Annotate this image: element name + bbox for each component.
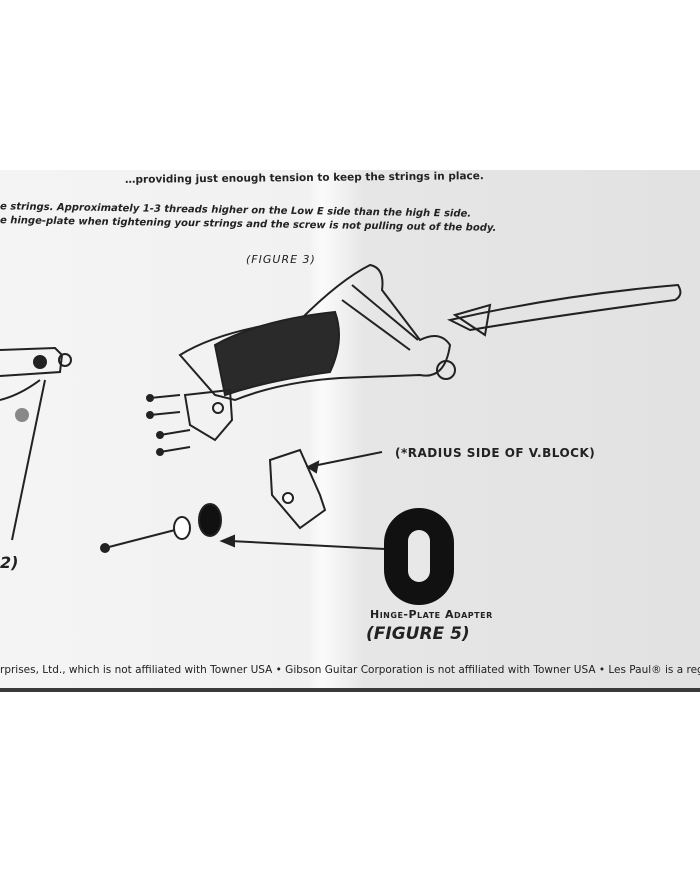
figure-3-caption: (FIGURE 3) bbox=[246, 253, 316, 266]
vibrato-tailpiece bbox=[178, 263, 682, 442]
instruction-sheet bbox=[0, 170, 700, 690]
v-block bbox=[268, 448, 383, 530]
footer-disclaimer: rprises, Ltd., which is not affiliated w… bbox=[0, 664, 700, 676]
paper-edge bbox=[0, 688, 700, 692]
radius-side-note: (*RADIUS SIDE OF V.BLOCK) bbox=[395, 446, 596, 460]
figure2-partial-drawing bbox=[0, 346, 72, 541]
hinge-plate-adapter-label: Hinge-Plate Adapter bbox=[370, 608, 493, 621]
hinge-plate-adapter-drawing bbox=[384, 508, 454, 605]
long-screw-assembly bbox=[100, 503, 386, 553]
figure-2-caption: 2) bbox=[0, 553, 19, 572]
mounting-screws bbox=[146, 394, 191, 456]
figure-5-caption: (FIGURE 5) bbox=[366, 624, 470, 644]
